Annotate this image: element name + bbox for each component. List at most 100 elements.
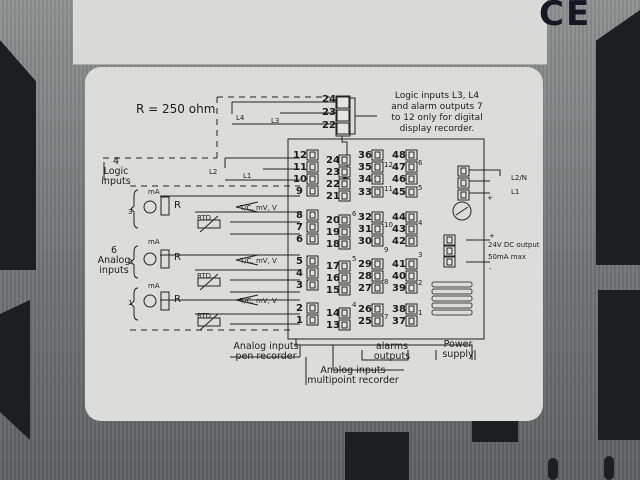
terminal-number: 22 <box>322 120 336 131</box>
rtd-label: RTD <box>197 312 212 320</box>
note-line: Logic inputs L3, L4 <box>394 91 480 101</box>
terminal-number: 37 <box>392 316 406 327</box>
terminal-number: 9 <box>296 186 303 197</box>
terminal-number: 24 <box>326 155 340 166</box>
power-l1-label: L1 <box>511 188 520 196</box>
label-line: Analog inputs <box>233 341 299 352</box>
terminal-number: 42 <box>392 236 406 247</box>
group-number: 11 <box>384 185 393 193</box>
tc-label: T/C, mV, V <box>240 204 277 212</box>
group-number: 7 <box>384 313 389 321</box>
channel-2-mark: 2 <box>128 258 133 266</box>
ma-label: mA <box>148 238 160 246</box>
label-line: Analog <box>97 255 131 266</box>
group-number: 9 <box>384 246 389 254</box>
switch-l1: L1 <box>243 172 252 180</box>
terminal-number: 16 <box>326 273 340 284</box>
label-line: Power <box>443 339 473 350</box>
terminal-number: 19 <box>326 227 340 238</box>
terminal-number: 7 <box>296 222 303 233</box>
terminal-number: 21 <box>326 191 340 202</box>
terminal-number: 3 <box>296 280 303 291</box>
label-line: Analog inputs <box>320 365 386 376</box>
label-line: Logic <box>103 166 129 177</box>
terminal-number: 12 <box>293 150 307 161</box>
label-line: multipoint recorder <box>307 375 399 386</box>
dc-minus: - <box>489 265 492 273</box>
terminal-number: 45 <box>392 187 406 198</box>
terminal-number: 46 <box>392 174 406 185</box>
terminal-number: 26 <box>358 304 372 315</box>
group-number: 5 <box>352 255 357 263</box>
label-line: 4 <box>112 156 120 167</box>
terminal-number: 22 <box>326 179 340 190</box>
analog-inputs-label: 6 Analog inputs <box>92 246 136 276</box>
terminal-number: 39 <box>392 283 406 294</box>
rtd-label: RTD <box>197 214 212 222</box>
terminal-number: 32 <box>358 212 372 223</box>
ce-mark: CE <box>539 0 592 34</box>
terminal-number: 29 <box>358 259 372 270</box>
terminal-number: 18 <box>326 239 340 250</box>
terminal-number: 8 <box>296 210 303 221</box>
chassis-cutout-left-lower <box>0 300 30 440</box>
terminal-number: 33 <box>358 187 372 198</box>
terminal-number: 1 <box>296 315 303 326</box>
terminal-number: 31 <box>358 224 372 235</box>
group-number: 12 <box>384 161 393 169</box>
terminal-number: 17 <box>326 261 340 272</box>
r-label: R <box>174 252 181 263</box>
note-line: display recorder. <box>399 124 475 134</box>
terminal-number: 27 <box>358 283 372 294</box>
label-line: alarms <box>375 341 409 352</box>
alarms-outputs-label: alarms outputs <box>366 342 418 362</box>
terminal-number: 34 <box>358 174 372 185</box>
terminal-number: 23 <box>326 167 340 178</box>
terminal-number: 47 <box>392 162 406 173</box>
power-l2n-label: L2/N <box>511 174 527 182</box>
rtd-label: RTD <box>197 272 212 280</box>
terminal-number: 25 <box>358 316 372 327</box>
dc-output-label: 24V DC output <box>488 241 540 249</box>
resistor-note: R = 250 ohm <box>136 102 216 116</box>
note-line: and alarm outputs 7 <box>391 102 483 112</box>
power-plus: + <box>487 194 493 202</box>
group-number: 4 <box>352 301 357 309</box>
chassis-slot-b <box>604 456 614 480</box>
terminal-number: 11 <box>293 162 307 173</box>
terminal-number: 5 <box>296 256 303 267</box>
terminal-number: 41 <box>392 259 406 270</box>
label-line: pen recorder <box>235 351 297 362</box>
r-label: R <box>174 294 181 305</box>
terminal-number: 40 <box>392 271 406 282</box>
label-line: inputs <box>99 265 129 276</box>
label-line: outputs <box>373 351 411 362</box>
ce-label-sticker: CE <box>73 0 589 65</box>
terminal-number: 43 <box>392 224 406 235</box>
r-label: R <box>174 200 181 211</box>
note-line: to 12 only for digital <box>391 113 483 123</box>
chassis-slot-a <box>548 458 558 480</box>
terminal-number: 15 <box>326 285 340 296</box>
terminal-number: 6 <box>296 234 303 245</box>
terminal-number: 36 <box>358 150 372 161</box>
chassis-cutout-right-lower <box>598 290 640 440</box>
label-line: inputs <box>101 176 131 187</box>
terminal-number: 44 <box>392 212 406 223</box>
group-number: 2 <box>418 279 423 287</box>
group-number: 6 <box>352 210 357 218</box>
terminal-number: 14 <box>326 308 340 319</box>
chassis-slot-bottom <box>345 432 409 480</box>
terminal-number: 35 <box>358 162 372 173</box>
terminal-number: 48 <box>392 150 406 161</box>
terminal-number: 4 <box>296 268 303 279</box>
terminal-number: 20 <box>326 215 340 226</box>
dc-plus: + <box>489 232 495 240</box>
switch-l3: L3 <box>271 117 280 125</box>
terminal-number: 13 <box>326 320 340 331</box>
chassis-cutout-right <box>596 10 640 265</box>
logic-inputs-label: 4 Logic inputs <box>96 157 136 187</box>
power-supply-label: Power supply <box>438 340 478 360</box>
terminal-number: 28 <box>358 271 372 282</box>
